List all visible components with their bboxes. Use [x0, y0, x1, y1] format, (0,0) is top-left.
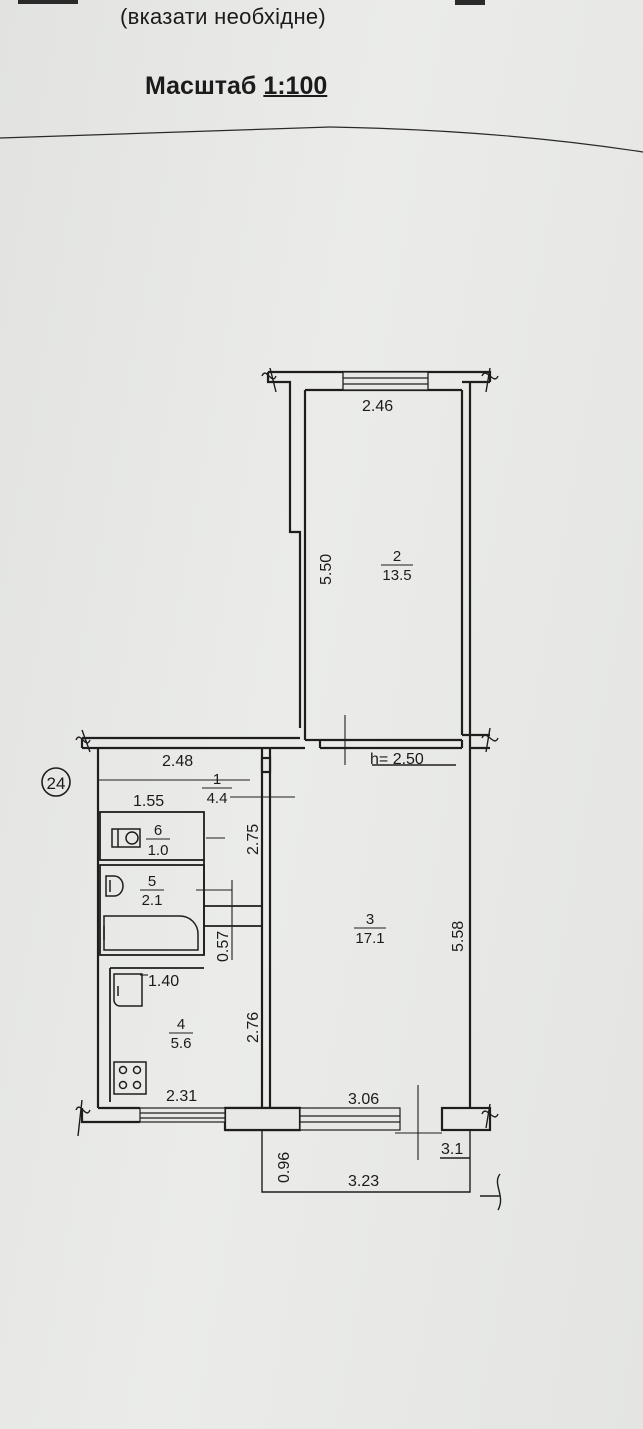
window-kitchen — [139, 1107, 226, 1123]
room-6-number: 6 — [154, 822, 162, 839]
sink-icon — [105, 875, 124, 897]
dim-hall-inner: 1.55 — [133, 793, 164, 810]
building-number-circle — [41, 767, 71, 797]
bathroom-block — [99, 811, 262, 1102]
cut-off-header-text — [18, 0, 78, 4]
dim-balcony-area: 3.1 — [441, 1141, 463, 1158]
room-6-area: 1.0 — [148, 842, 169, 859]
room-1-number: 1 — [213, 771, 221, 788]
window-room-2 — [342, 371, 429, 391]
dim-kitchen-length: 2.76 — [245, 1012, 262, 1043]
partition-wall — [260, 748, 272, 1108]
room-4-number: 4 — [177, 1016, 185, 1033]
room-4-area: 5.6 — [171, 1035, 192, 1052]
dim-balcony-width: 3.23 — [348, 1173, 379, 1190]
header-separator-left — [0, 126, 331, 139]
room-3-number: 3 — [366, 911, 374, 928]
dim-balcony-depth: 0.96 — [276, 1152, 293, 1183]
room-3-area: 17.1 — [355, 930, 384, 947]
balcony-outline — [261, 1130, 471, 1193]
stove-icon — [113, 1061, 147, 1095]
dim-gap: 0.57 — [215, 931, 232, 962]
toilet-icon — [111, 828, 141, 848]
cut-off-header-text — [455, 0, 485, 5]
bathtub-icon — [103, 915, 199, 951]
kitchen-sink-icon — [113, 973, 143, 1007]
header-instruction: (вказати необхідне) — [120, 4, 327, 29]
room-1-area: 4.4 — [207, 790, 228, 807]
middle-wall — [80, 733, 490, 1108]
scale-label: Масштаб — [145, 72, 257, 100]
dim-room2-length: 5.50 — [318, 554, 335, 585]
window-room-3 — [299, 1107, 401, 1131]
room-5-area: 2.1 — [142, 892, 163, 909]
dim-room2-width: 2.46 — [362, 398, 393, 415]
dim-room3-width: 3.06 — [348, 1091, 379, 1108]
break-marks — [75, 367, 502, 1211]
dim-hall-width: 2.48 — [162, 753, 193, 770]
dim-room3-length: 5.58 — [450, 921, 467, 952]
dim-kitchen-width: 2.31 — [166, 1088, 197, 1105]
building-number: 24 — [47, 774, 66, 793]
scale-title: Масштаб 1:100 — [145, 72, 327, 101]
dim-hall-length: 2.75 — [245, 824, 262, 855]
room-5-number: 5 — [148, 873, 156, 890]
room-2-number: 2 — [393, 548, 401, 565]
dim-kitchen-width-top: 1.40 — [148, 973, 179, 990]
ceiling-height: h= 2.50 — [370, 751, 424, 768]
header-separator-right — [329, 126, 643, 153]
room-2-area: 13.5 — [382, 567, 411, 584]
scale-value: 1:100 — [263, 72, 328, 100]
